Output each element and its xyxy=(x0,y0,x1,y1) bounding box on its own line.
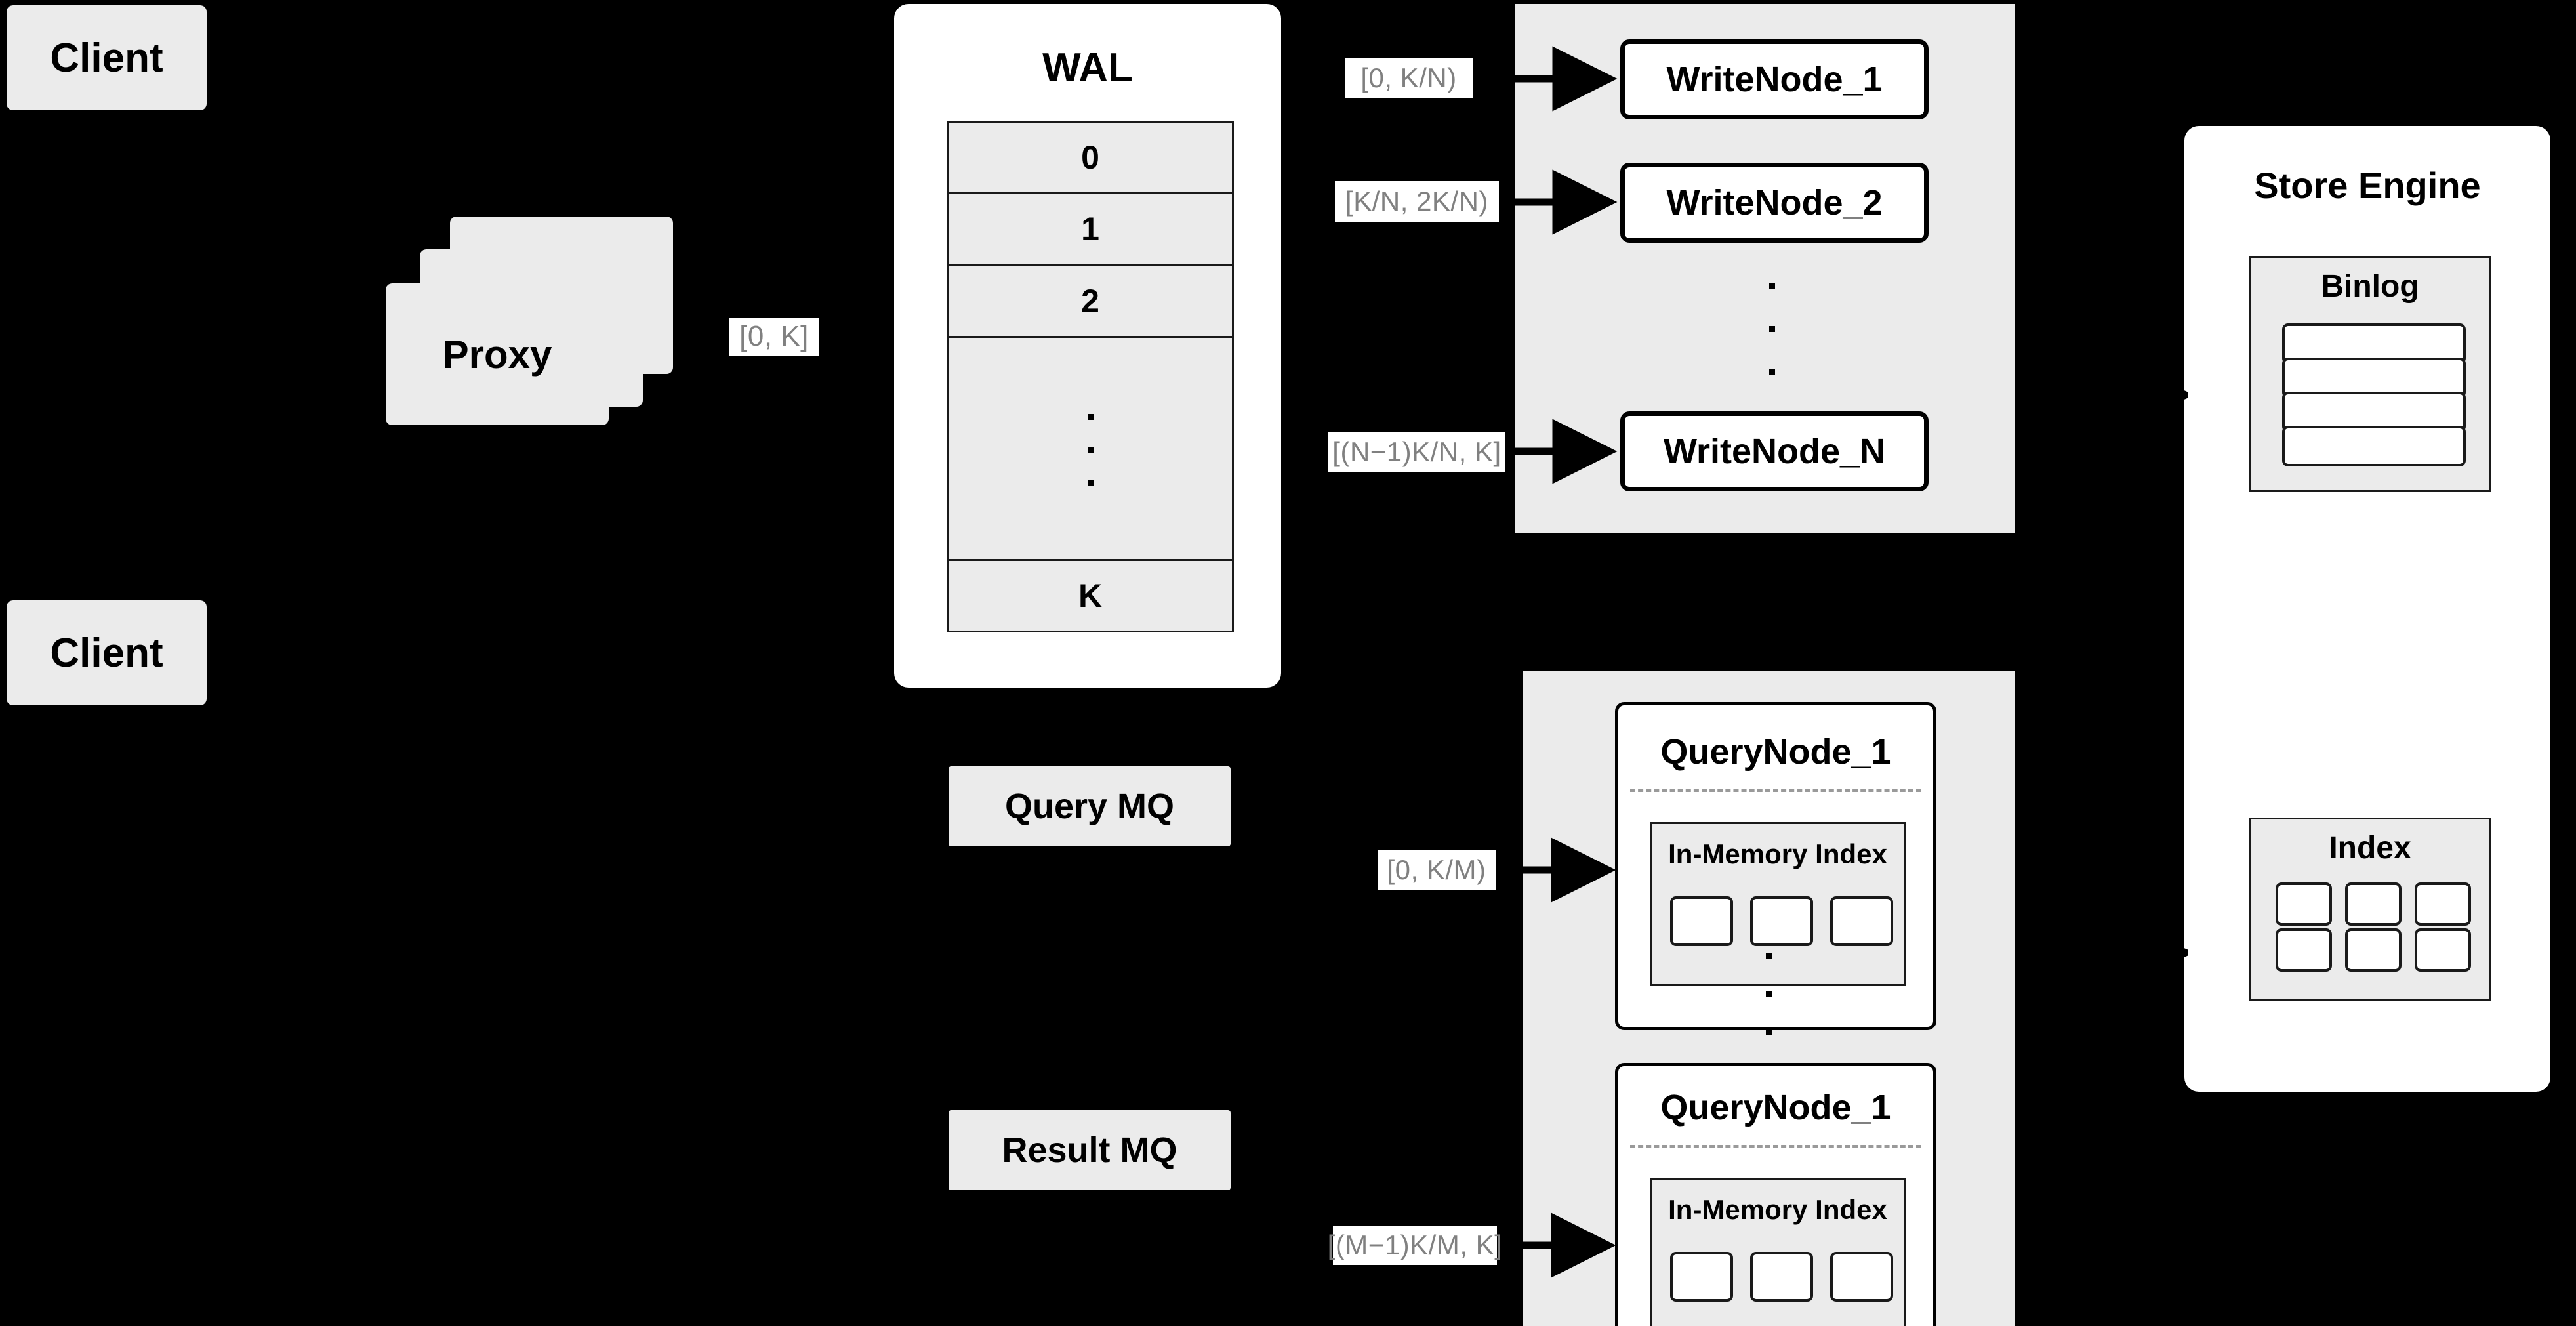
querynode-1-inmemory-index-title: In-Memory Index xyxy=(1668,839,1887,869)
query-group-ellipsis-dot-3 xyxy=(1766,1029,1772,1035)
binlog-box: Binlog xyxy=(2249,256,2491,492)
index-cell[interactable] xyxy=(1670,1252,1733,1302)
write-group-ellipsis-dot-1 xyxy=(1769,283,1775,289)
querynode-1-title: QueryNode_1 xyxy=(1660,732,1891,772)
index-cell[interactable] xyxy=(1830,1252,1893,1302)
wal-row-1[interactable]: 1 xyxy=(949,194,1232,266)
client-box-1[interactable]: Client xyxy=(7,5,207,110)
query-mq-label: Query MQ xyxy=(1004,787,1175,826)
wal-row-0[interactable]: 0 xyxy=(949,123,1232,195)
wal-panel: WAL 0 1 2 K xyxy=(894,4,1281,688)
store-index-cell[interactable] xyxy=(2415,882,2471,926)
write-group-ellipsis-dot-3 xyxy=(1769,369,1775,375)
proxy-label: Proxy xyxy=(442,332,552,377)
writenode-1[interactable]: WriteNode_1 xyxy=(1620,39,1929,119)
wal-rows: 0 1 2 K xyxy=(947,121,1234,632)
store-engine-title: Store Engine xyxy=(2254,165,2481,206)
client-box-2[interactable]: Client xyxy=(7,600,207,705)
writenode-n[interactable]: WriteNode_N xyxy=(1620,411,1929,491)
wal-ellipsis-dot-2 xyxy=(1088,446,1094,453)
store-index-cell[interactable] xyxy=(2415,928,2471,972)
querynode-1-divider xyxy=(1630,789,1921,792)
write-group-ellipsis-dot-2 xyxy=(1769,326,1775,332)
store-index-title: Index xyxy=(2329,831,2411,865)
querynode-1-inmemory-index: In-Memory Index xyxy=(1650,822,1906,986)
writenode-1-range-label: [0, K/N) xyxy=(1345,58,1473,98)
query-group-ellipsis-dot-2 xyxy=(1766,991,1772,997)
binlog-title: Binlog xyxy=(2321,269,2419,304)
querynode-2-inmemory-index-title: In-Memory Index xyxy=(1668,1194,1887,1225)
writenode-n-label: WriteNode_N xyxy=(1663,432,1886,471)
wal-row-ellipsis xyxy=(949,337,1232,561)
querynode-2-inmemory-index: In-Memory Index xyxy=(1650,1178,1906,1326)
wal-row-2[interactable]: 2 xyxy=(949,266,1232,338)
writenode-n-range-label: [(N−1)K/N, K] xyxy=(1328,432,1505,472)
querynode-2-range-label: [(M−1)K/M, K] xyxy=(1328,1226,1502,1265)
writenode-1-label: WriteNode_1 xyxy=(1666,60,1883,99)
result-mq-box[interactable]: Result MQ xyxy=(949,1110,1231,1190)
query-group-ellipsis-dot-1 xyxy=(1766,953,1772,959)
store-index-cell[interactable] xyxy=(2276,882,2332,926)
writenode-2-range-label: [K/N, 2K/N) xyxy=(1335,181,1499,222)
querynode-1[interactable]: QueryNode_1 In-Memory Index xyxy=(1615,702,1936,1030)
writenode-2-label: WriteNode_2 xyxy=(1666,183,1883,222)
querynode-1-range-label: [0, K/M) xyxy=(1378,850,1496,890)
store-index-box: Index xyxy=(2249,818,2491,1001)
proxy-box[interactable]: Proxy xyxy=(386,283,609,425)
store-index-cell[interactable] xyxy=(2345,928,2402,972)
wal-ellipsis-dot-1 xyxy=(1088,413,1094,420)
result-mq-label: Result MQ xyxy=(1002,1130,1177,1170)
proxy-range-label: [0, K] xyxy=(729,318,819,356)
binlog-row[interactable] xyxy=(2282,323,2466,364)
client-label-2: Client xyxy=(50,630,163,676)
index-cell[interactable] xyxy=(1750,1252,1813,1302)
querynode-2-divider xyxy=(1630,1145,1921,1148)
binlog-row[interactable] xyxy=(2282,426,2466,466)
querynode-2[interactable]: QueryNode_1 In-Memory Index xyxy=(1615,1063,1936,1326)
querynode-2-title: QueryNode_1 xyxy=(1660,1088,1891,1127)
store-engine-panel: Store Engine Binlog Index xyxy=(2184,126,2550,1092)
query-mq-box[interactable]: Query MQ xyxy=(949,766,1231,846)
store-index-cell[interactable] xyxy=(2276,928,2332,972)
client-label-1: Client xyxy=(50,35,163,81)
wal-row-k[interactable]: K xyxy=(949,560,1232,631)
index-cell[interactable] xyxy=(1830,896,1893,946)
wal-ellipsis-dot-3 xyxy=(1088,479,1094,486)
store-index-cell[interactable] xyxy=(2345,882,2402,926)
wal-title: WAL xyxy=(1042,45,1133,91)
index-cell[interactable] xyxy=(1750,896,1813,946)
writenode-2[interactable]: WriteNode_2 xyxy=(1620,163,1929,243)
index-cell[interactable] xyxy=(1670,896,1733,946)
